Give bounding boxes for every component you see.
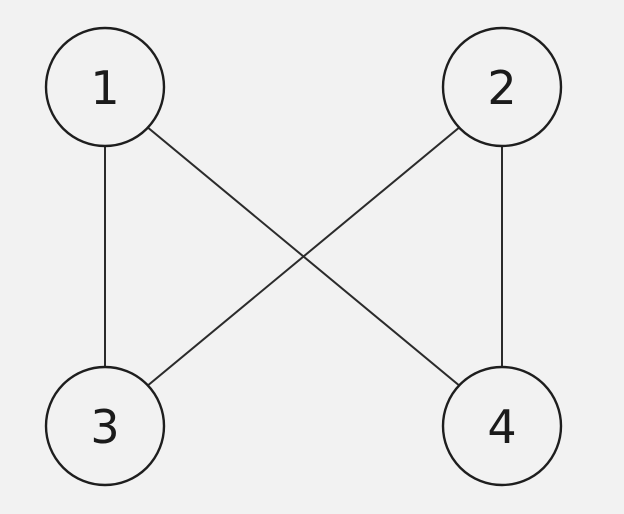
edge-2-3 [147,126,460,387]
node-3-circle[interactable] [44,365,166,487]
node-4-label: 4 [487,400,516,454]
node-2-label: 2 [487,61,516,115]
node-1[interactable]: 1 [44,26,166,148]
node-3[interactable]: 3 [44,365,166,487]
nodes-group: 1 2 3 4 [44,26,563,487]
node-4[interactable]: 4 [441,365,563,487]
node-2[interactable]: 2 [441,26,563,148]
node-3-label: 3 [90,400,119,454]
edges-group [104,126,503,387]
node-1-label: 1 [90,61,119,115]
node-2-circle[interactable] [441,26,563,148]
node-4-circle[interactable] [441,365,563,487]
node-1-circle[interactable] [44,26,166,148]
